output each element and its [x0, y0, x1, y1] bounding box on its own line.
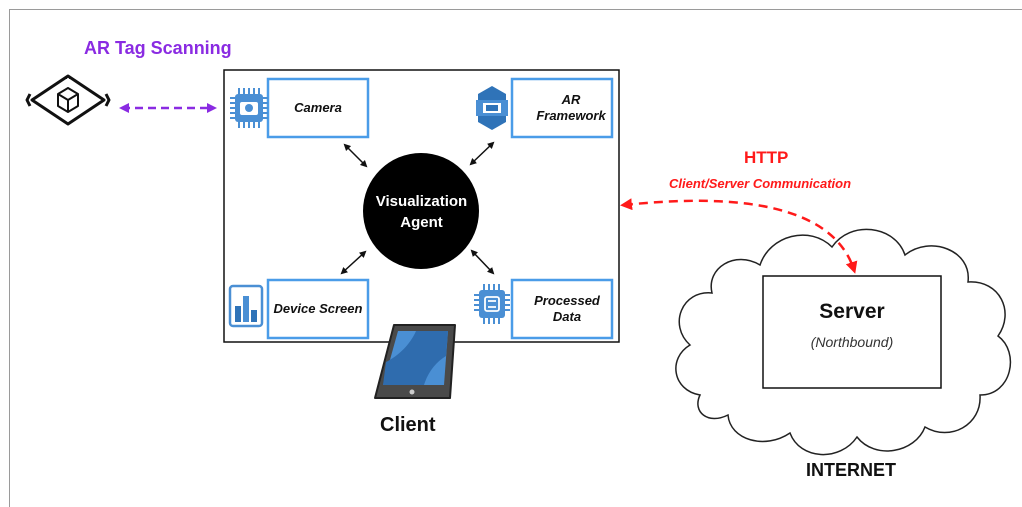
http-sub-label: Client/Server Communication — [669, 176, 852, 191]
connector-processed-data — [470, 249, 495, 275]
processed-data-box — [510, 278, 614, 340]
ar-framework-box — [510, 77, 614, 139]
connector-ar-framework — [469, 141, 495, 166]
chip-icon — [474, 284, 510, 324]
visualization-agent-circle — [363, 153, 479, 269]
http-label: HTTP — [744, 148, 789, 167]
camera-box — [266, 77, 370, 139]
server-box — [762, 275, 942, 389]
connector-camera — [343, 143, 368, 168]
server-label: Server — [819, 300, 885, 323]
device-screen-label: Device Screen — [273, 301, 363, 316]
internet-label: INTERNET — [806, 460, 896, 480]
aws-ar-icon — [476, 86, 508, 130]
ar-tag-icon — [25, 74, 111, 126]
device-screen-box — [266, 278, 370, 340]
camera-chip-icon — [230, 88, 268, 128]
client-label: Client — [380, 414, 436, 436]
canvas-frame — [9, 9, 1022, 507]
server-sub-label: (Northbound) — [810, 334, 894, 350]
visualization-agent-label: Visualization Agent — [375, 192, 468, 231]
ar-framework-label: AR Framework — [536, 92, 606, 123]
processed-data-label: Processed Data — [534, 293, 600, 324]
agent-connectors — [340, 141, 495, 275]
tablet-icon — [374, 324, 456, 399]
bar-chart-icon — [228, 284, 264, 328]
connector-device-screen — [340, 250, 367, 275]
ar-tag-scanning-label: AR Tag Scanning — [84, 38, 232, 58]
camera-label: Camera — [294, 100, 342, 115]
http-arrow — [620, 198, 858, 274]
